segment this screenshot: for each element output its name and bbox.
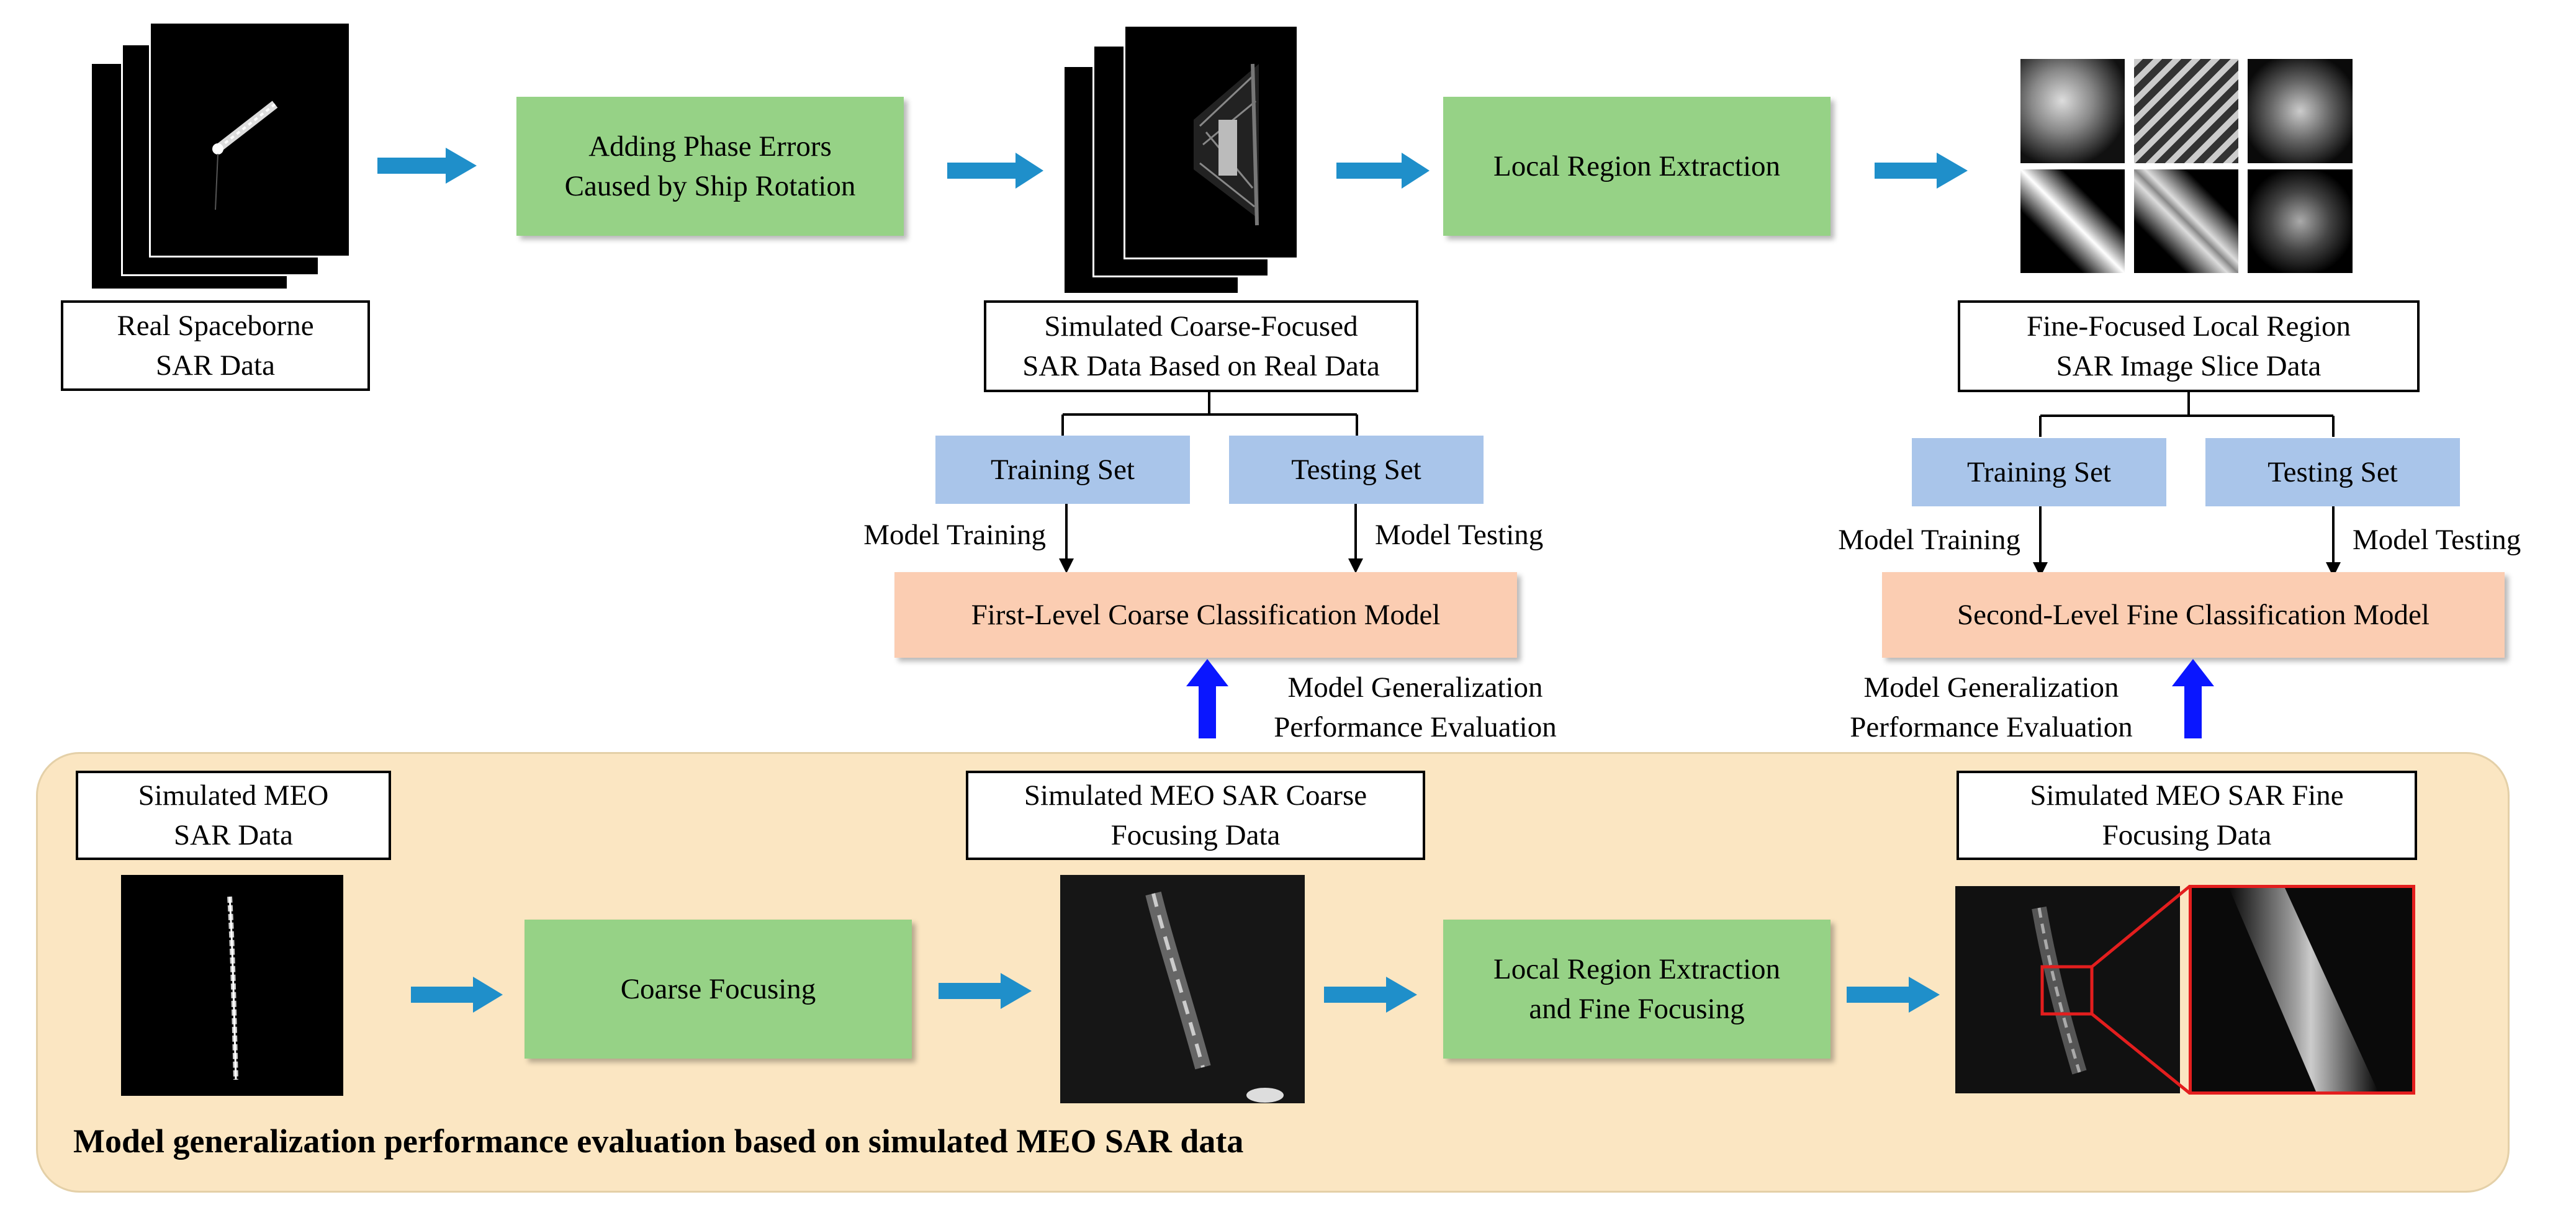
coarse-focused-image-stack: [1063, 25, 1299, 298]
add-phase-errors-step: Adding Phase Errors Caused by Ship Rotat…: [516, 97, 904, 236]
down-arrow: [2326, 506, 2341, 577]
zoom-region-box: [2040, 965, 2094, 1016]
coarse-focusing-step: Coarse Focusing: [525, 920, 912, 1059]
flow-arrow: [1324, 977, 1417, 1013]
zoomed-ship-icon: [2229, 888, 2378, 1091]
ship-target-icon: [212, 101, 278, 210]
zoomed-region-image: [2189, 885, 2415, 1095]
generalization-evaluation-label: Model Generalization Performance Evaluat…: [1274, 671, 1557, 743]
generalization-evaluation-label: Model Generalization Performance Evaluat…: [1850, 671, 2133, 743]
flow-arrow: [1875, 153, 1968, 189]
fine-focusing-step: Local Region Extraction and Fine Focusin…: [1443, 920, 1831, 1059]
flow-arrow: [1847, 977, 1940, 1013]
meo-sar-image: [121, 875, 343, 1096]
down-arrow: [2033, 506, 2048, 577]
flow-arrow: [1336, 153, 1430, 189]
fine-training-set: Training Set: [1912, 438, 2166, 506]
model-testing-label: Model Testing: [1375, 519, 1544, 551]
panel-title: Model generalization performance evaluat…: [73, 1123, 1244, 1160]
ship-target-icon: [227, 896, 238, 1080]
evaluation-arrow: [2172, 659, 2214, 738]
second-level-fine-model: Second-Level Fine Classification Model: [1882, 572, 2505, 658]
evaluation-arrow: [1186, 659, 1228, 738]
coarse-ship-icon: [1145, 891, 1284, 1103]
meo-coarse-focused-image: [1060, 875, 1305, 1103]
meo-fine-focusing-label: Simulated MEO SAR Fine Focusing Data: [1957, 771, 2417, 860]
fine-focused-data-label: Fine-Focused Local Region SAR Image Slic…: [1958, 300, 2420, 392]
fine-testing-set: Testing Set: [2205, 438, 2460, 506]
flow-arrow: [377, 148, 477, 184]
fine-focused-slice-grid: [2020, 59, 2353, 273]
flow-arrow: [411, 977, 503, 1013]
flow-arrow: [939, 973, 1032, 1009]
flow-arrow: [947, 153, 1043, 189]
coarse-training-set: Training Set: [935, 436, 1190, 504]
real-sar-image-stack: [90, 22, 351, 298]
meo-coarse-focusing-label: Simulated MEO SAR Coarse Focusing Data: [966, 771, 1425, 860]
real-sar-data-label: Real Spaceborne SAR Data: [61, 300, 370, 391]
branch-connector: [2039, 391, 2335, 437]
down-arrow: [1348, 504, 1363, 573]
meo-fine-focused-image: [1955, 886, 2180, 1093]
meo-sar-data-label: Simulated MEO SAR Data: [76, 771, 391, 860]
model-training-label: Model Training: [863, 519, 1046, 551]
down-arrow: [1059, 504, 1074, 573]
model-testing-label: Model Testing: [2353, 524, 2521, 556]
fine-ship-icon: [2032, 906, 2094, 1075]
coarse-testing-set: Testing Set: [1229, 436, 1484, 504]
model-training-label: Model Training: [1838, 524, 2020, 556]
zoom-connector-lines: [2091, 885, 2191, 1095]
branch-connector: [1061, 391, 1358, 436]
defocused-ship-icon: [1194, 63, 1259, 226]
first-level-coarse-model: First-Level Coarse Classification Model: [894, 572, 1517, 658]
local-region-extraction-step: Local Region Extraction: [1443, 97, 1831, 236]
coarse-focused-data-label: Simulated Coarse-Focused SAR Data Based …: [984, 300, 1418, 392]
